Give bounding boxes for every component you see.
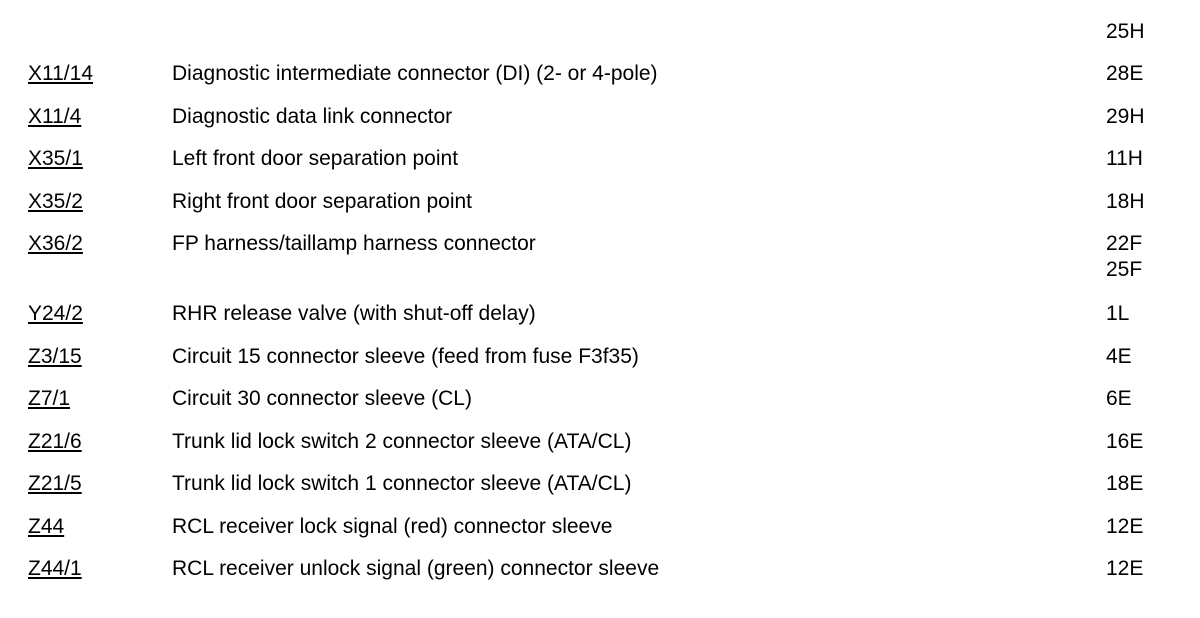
grid-references: 4E xyxy=(1106,344,1132,370)
component-description: Circuit 15 connector sleeve (feed from f… xyxy=(172,344,639,368)
grid-reference: 4E xyxy=(1106,344,1132,368)
grid-reference: 22F xyxy=(1106,232,1143,255)
grid-reference: 25F xyxy=(1106,258,1143,281)
component-description: Circuit 30 connector sleeve (CL) xyxy=(172,387,472,410)
grid-reference: 28E xyxy=(1106,62,1144,85)
component-description: RCL receiver lock signal (red) connector… xyxy=(172,514,613,538)
component-code-link[interactable]: X35/2 xyxy=(28,189,83,213)
grid-references: 12E xyxy=(1106,514,1143,540)
component-row: X11/4 Diagnostic data link connector 29H xyxy=(0,104,1200,147)
component-code-link[interactable]: X35/1 xyxy=(28,147,83,170)
grid-reference: 29H xyxy=(1106,104,1145,128)
component-row: Z44 RCL receiver lock signal (red) conne… xyxy=(0,514,1200,557)
component-description: Trunk lid lock switch 2 connector sleeve… xyxy=(172,429,632,453)
component-row: Z3/15 Circuit 15 connector sleeve (feed … xyxy=(0,344,1200,387)
grid-reference: 12E xyxy=(1106,557,1144,580)
component-row: Z7/1 Circuit 30 connector sleeve (CL) 6E xyxy=(0,386,1200,429)
component-code-link[interactable]: X11/4 xyxy=(28,104,82,128)
component-row: X11/14 Diagnostic intermediate connector… xyxy=(0,61,1200,104)
component-code-link[interactable]: Z21/6 xyxy=(28,429,82,453)
component-description: Right front door separation point xyxy=(172,189,473,213)
component-description: RHR release valve (with shut-off delay) xyxy=(172,302,536,325)
component-row: X35/1 Left front door separation point 1… xyxy=(0,146,1200,189)
grid-references: 1L xyxy=(1106,301,1129,327)
component-code-link[interactable]: X36/2 xyxy=(28,232,83,255)
grid-references: 11H xyxy=(1106,146,1143,172)
grid-reference: 16E xyxy=(1106,429,1144,453)
grid-references: 16E xyxy=(1106,429,1143,455)
component-list: X11/14 Diagnostic intermediate connector… xyxy=(0,61,1200,599)
component-description: Diagnostic data link connector xyxy=(172,104,453,128)
component-description: Diagnostic intermediate connector (DI) (… xyxy=(172,62,658,85)
component-code-link[interactable]: Z3/15 xyxy=(28,344,82,368)
component-code-link[interactable]: Z44/1 xyxy=(28,557,82,580)
grid-references: 18H xyxy=(1106,189,1145,215)
component-description: Trunk lid lock switch 1 connector sleeve… xyxy=(172,472,632,495)
grid-references: 29H xyxy=(1106,104,1145,130)
component-code-link[interactable]: Z44 xyxy=(28,514,65,538)
component-row: Z21/6 Trunk lid lock switch 2 connector … xyxy=(0,429,1200,472)
grid-references: 22F 25F xyxy=(1106,231,1142,283)
grid-references: 12E xyxy=(1106,556,1143,582)
grid-reference: 18E xyxy=(1106,472,1144,495)
component-code-link[interactable]: Z7/1 xyxy=(28,387,71,410)
grid-reference: 12E xyxy=(1106,514,1144,538)
grid-reference: 6E xyxy=(1106,387,1132,410)
component-description: Left front door separation point xyxy=(172,147,459,170)
component-row: X36/2 FP harness/taillamp harness connec… xyxy=(0,231,1200,301)
component-row: Z44/1 RCL receiver unlock signal (green)… xyxy=(0,556,1200,599)
component-row: Y24/2 RHR release valve (with shut-off d… xyxy=(0,301,1200,344)
component-code-link[interactable]: X11/14 xyxy=(28,62,93,85)
component-row: Z21/5 Trunk lid lock switch 1 connector … xyxy=(0,471,1200,514)
grid-references: 18E xyxy=(1106,471,1143,497)
component-description: FP harness/taillamp harness connector xyxy=(172,232,536,255)
grid-reference: 18H xyxy=(1106,189,1145,213)
component-description: RCL receiver unlock signal (green) conne… xyxy=(172,557,660,580)
grid-reference: 1L xyxy=(1106,302,1130,325)
grid-references: 6E xyxy=(1106,386,1132,412)
component-row: X35/2 Right front door separation point … xyxy=(0,189,1200,232)
grid-references: 28E xyxy=(1106,61,1143,87)
component-code-link[interactable]: Z21/5 xyxy=(28,472,82,495)
component-code-link[interactable]: Y24/2 xyxy=(28,302,83,325)
continued-grid-reference: 25H xyxy=(1106,20,1145,43)
grid-reference: 11H xyxy=(1106,147,1143,170)
